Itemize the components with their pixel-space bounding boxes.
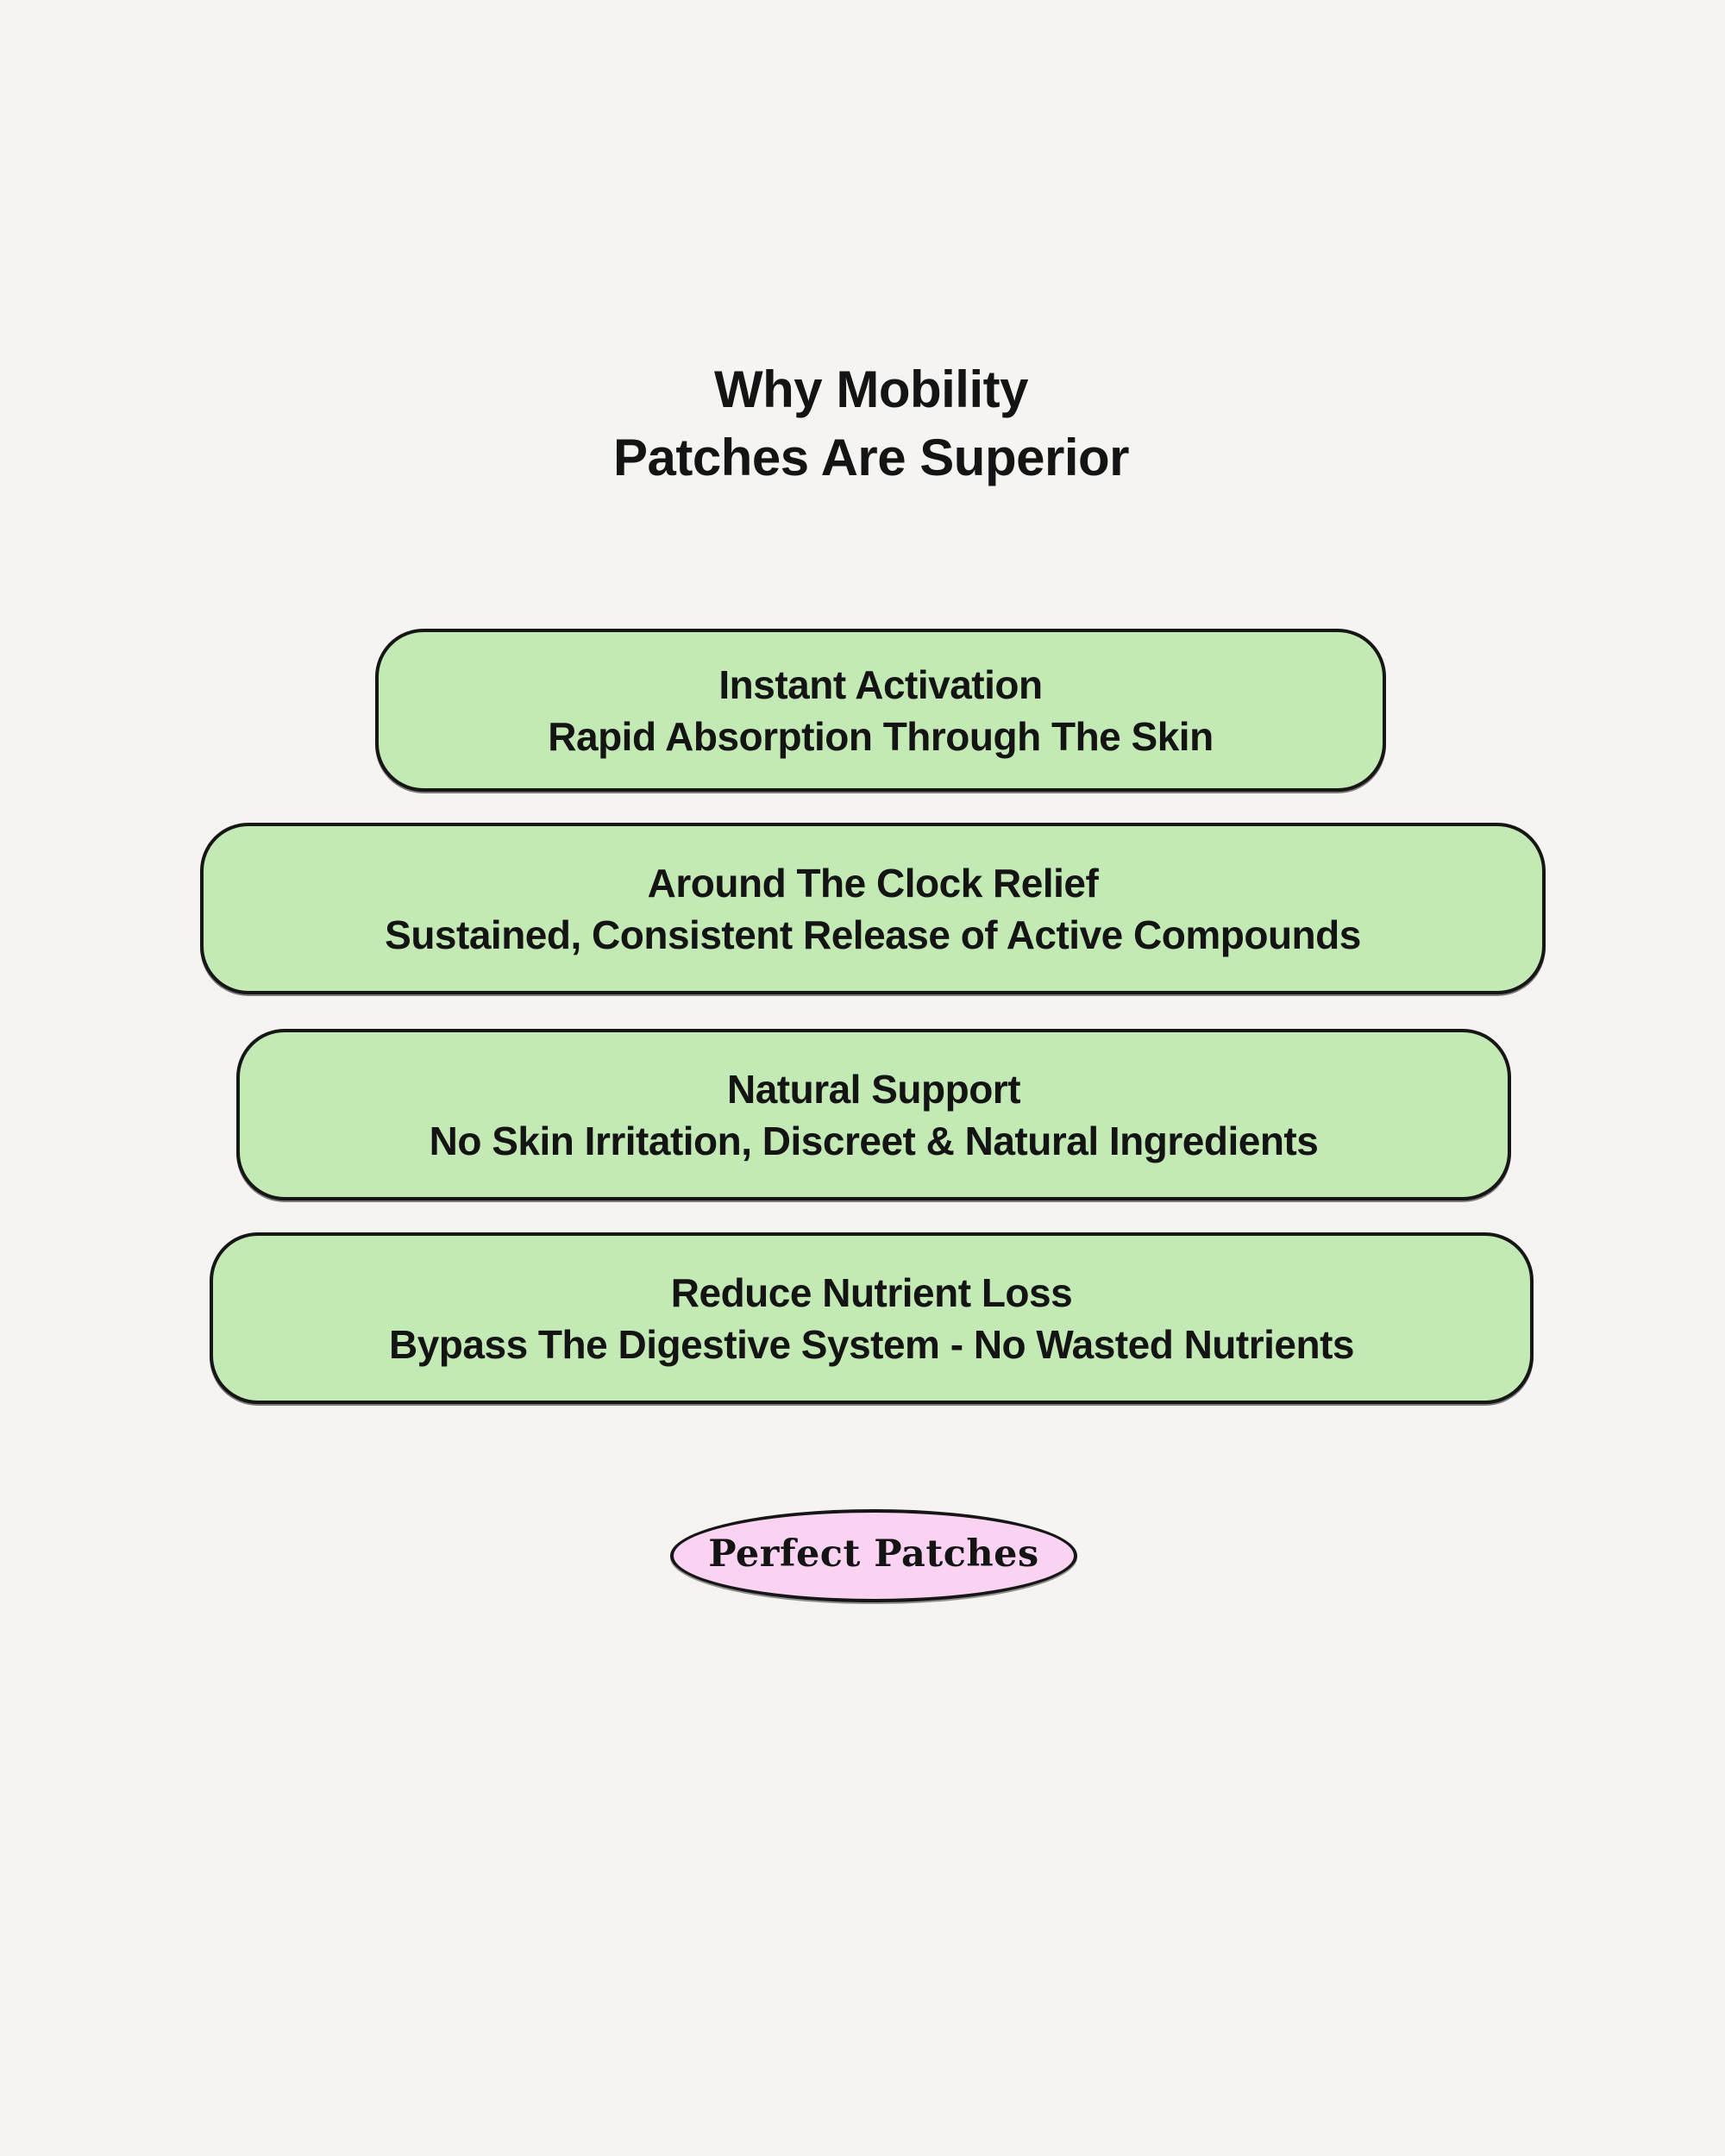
benefit-detail: Sustained, Consistent Release of Active … — [385, 912, 1361, 957]
benefit-card-reduce-nutrient-loss: Reduce Nutrient Loss Bypass The Digestiv… — [210, 1232, 1534, 1404]
benefit-heading: Around The Clock Relief — [647, 860, 1099, 906]
page-title-line-2: Patches Are Superior — [613, 429, 1130, 486]
brand-badge: Perfect Patches — [670, 1509, 1077, 1602]
benefit-detail: No Skin Irritation, Discreet & Natural I… — [429, 1118, 1319, 1163]
brand-badge-label: Perfect Patches — [708, 1532, 1039, 1576]
benefit-heading: Natural Support — [726, 1066, 1021, 1112]
page-title: Why Mobility Patches Are Superior — [613, 355, 1130, 492]
benefit-card-natural-support: Natural Support No Skin Irritation, Disc… — [236, 1029, 1511, 1200]
benefit-card-around-the-clock-relief: Around The Clock Relief Sustained, Consi… — [200, 823, 1546, 994]
benefit-card-instant-activation: Instant Activation Rapid Absorption Thro… — [375, 629, 1386, 792]
benefit-heading: Reduce Nutrient Loss — [670, 1269, 1073, 1315]
page-title-line-1: Why Mobility — [714, 360, 1028, 418]
benefit-detail: Bypass The Digestive System - No Wasted … — [389, 1321, 1355, 1367]
benefit-detail: Rapid Absorption Through The Skin — [548, 713, 1214, 759]
benefit-heading: Instant Activation — [718, 661, 1043, 707]
